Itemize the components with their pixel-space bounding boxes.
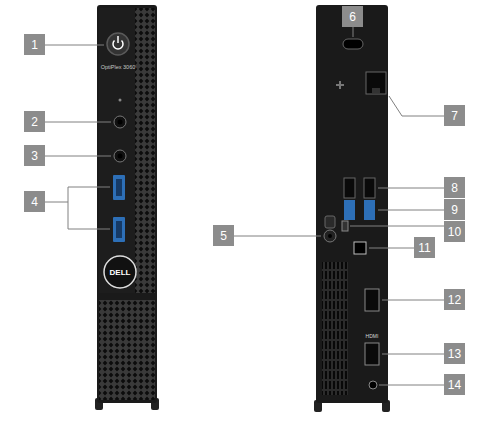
callout-number: 5: [213, 225, 234, 246]
leader-lines: [45, 27, 444, 385]
usb3-port: [364, 200, 375, 220]
leader-line: [234, 236, 321, 237]
front-mesh: [135, 8, 155, 293]
line-out-jack: [114, 150, 126, 162]
back-view: [314, 5, 390, 412]
hdmi-port: [365, 343, 379, 365]
screw: [336, 81, 344, 89]
front-panel: [99, 8, 135, 293]
headset-jack: [118, 120, 123, 125]
power-button: [107, 33, 129, 55]
callout-number: 4: [24, 191, 45, 212]
leader-bracket: [45, 187, 110, 229]
port-label: HDMI: [366, 333, 379, 339]
usb3-port: [113, 175, 125, 200]
cable-clip: [325, 216, 335, 228]
drive-led: [119, 99, 122, 102]
leader-line: [389, 96, 444, 116]
callout-number: 10: [444, 221, 465, 242]
leader-line: [45, 122, 111, 123]
leader-line: [379, 385, 444, 386]
leader-line: [382, 300, 444, 301]
power-jack: [369, 381, 377, 389]
callout-number: 11: [414, 237, 435, 258]
network-port: [372, 88, 380, 93]
leader-line: [45, 156, 111, 157]
headset-jack: [114, 116, 126, 128]
callout-number: 8: [444, 177, 465, 198]
leader-line: [378, 188, 444, 189]
leader-line: [45, 45, 104, 46]
usb3-port: [116, 179, 122, 196]
back-housing: [316, 5, 388, 403]
brand-logo: DELL: [110, 268, 131, 277]
padlock-tab: [342, 221, 348, 231]
leader-line: [369, 248, 414, 249]
leader-line: [382, 354, 444, 355]
usb3-port: [113, 217, 125, 242]
callout-number: 13: [444, 343, 465, 364]
callout-number: 9: [444, 199, 465, 220]
front-housing: [97, 5, 157, 403]
front-mesh: [99, 300, 155, 400]
leader-line: [350, 226, 444, 227]
callout-number: 2: [24, 111, 45, 132]
usb2-port: [344, 178, 355, 198]
power-connector: [328, 234, 332, 238]
power-icon: [117, 36, 119, 43]
displayport: [365, 289, 379, 311]
vent-slots: [322, 262, 348, 395]
callout-number: 14: [444, 374, 465, 395]
callout-number: 7: [444, 105, 465, 126]
model-name: OptiPlex 3060: [101, 64, 136, 70]
callout-number: 3: [24, 145, 45, 166]
callout-number: 12: [444, 289, 465, 310]
logo-ring: [104, 256, 136, 288]
front-view: [95, 5, 159, 410]
line-out-jack: [118, 154, 123, 159]
padlock-ring: [343, 39, 363, 49]
security-slot: [354, 242, 366, 254]
usb3-port: [116, 221, 122, 238]
power-connector: [324, 230, 336, 242]
usb3-port: [344, 200, 355, 220]
callout-number: 1: [24, 34, 45, 55]
leader-line: [378, 210, 444, 211]
leader-line: [353, 27, 354, 37]
callout-number: 6: [342, 6, 363, 27]
usb2-port: [364, 178, 375, 198]
network-port: [366, 72, 386, 94]
